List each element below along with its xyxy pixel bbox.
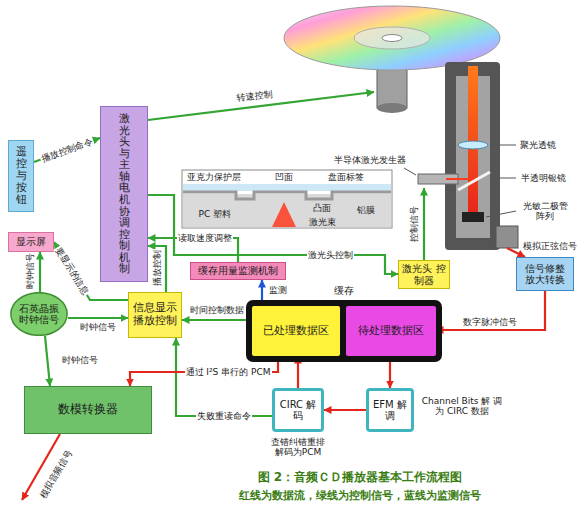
node-label: 石英晶振 时钟信号	[17, 303, 61, 326]
laser-emission	[446, 178, 474, 180]
node-label: 待处理数据区	[358, 325, 424, 338]
part-label: 半导体激光发生器	[333, 155, 407, 165]
crystal-oscillator: 石英晶振 时钟信号	[10, 292, 68, 336]
disc-hole	[382, 35, 402, 42]
leader-line	[404, 168, 416, 175]
laser-housing	[445, 62, 500, 250]
connector	[182, 319, 252, 321]
part-label: 半透明银镜	[520, 173, 567, 183]
ellipse-shape	[11, 293, 67, 336]
part-label: 模拟正弦信号	[522, 241, 578, 251]
spindle-base	[377, 103, 407, 113]
node-label: CIRC 解码	[277, 399, 319, 422]
compact-disc	[284, 6, 500, 70]
part-label: Channel Bits 解 调为 CIRC 数据	[419, 396, 505, 417]
playback-control-box: 信息显示 播放控制	[128, 292, 182, 338]
edge-label: 要显示的信息	[53, 245, 91, 298]
part-label: 激光束	[308, 217, 337, 227]
node-label: 显示屏	[16, 236, 46, 248]
connector	[324, 409, 366, 411]
buffer-monitor-box: 缓存用量监测机制	[190, 262, 286, 280]
part-label: 聚光透镜	[519, 140, 557, 150]
disc-hub	[354, 27, 430, 49]
connector	[45, 336, 50, 386]
edge-label: 时间控制数据	[189, 305, 245, 315]
node-label: 数模转换器	[58, 403, 118, 417]
aluminium-film	[183, 192, 391, 199]
signal-amplifier-box: 信号修整 放大转换	[516, 257, 574, 291]
dac-box: 数模转换器	[24, 386, 152, 434]
edge-label: 通过 I²S 串行的 PCM	[185, 367, 272, 377]
connector	[436, 291, 545, 330]
figure-title: 图 2：音频ＣＤ播放器基本工作流程图	[258, 470, 463, 484]
part-label: 亚克力保护层	[186, 172, 242, 182]
photodiode-array	[462, 212, 484, 222]
leader-line	[490, 145, 516, 146]
edge-label: 播放控制命令	[39, 136, 95, 165]
display-box: 显示屏	[8, 232, 54, 252]
edge-label: 激光头控制	[307, 250, 354, 260]
node-label: EFM 解调	[371, 399, 409, 422]
node-label: 激光头 控制器	[401, 263, 447, 286]
part-label: 控制信号	[409, 205, 419, 243]
edge-label: 时钟信号	[79, 322, 117, 332]
demodulator-box: EFM 解调	[366, 388, 414, 432]
edge-label: 失败重读命令	[196, 411, 252, 421]
part-label: PC 塑料	[198, 209, 233, 219]
connector	[148, 246, 166, 292]
half-mirror	[458, 172, 490, 190]
pc-plastic-layer	[183, 194, 391, 227]
part-label: 模拟音频信号	[37, 448, 75, 501]
processed-buffer: 已处理数据区	[252, 306, 340, 356]
edge-label: 读取速度调整	[177, 233, 233, 243]
acrylic-layer	[183, 184, 391, 191]
laser-beam	[468, 66, 478, 212]
connector	[68, 317, 128, 319]
node-label: 信息显示 播放控制	[132, 302, 178, 327]
disc-cross-section	[182, 170, 392, 228]
part-label: 查错纠错重排 解码为PCM	[266, 437, 330, 458]
connector	[261, 280, 263, 300]
servo-control-box: 激光头与主轴电机协调控制机制	[100, 106, 148, 282]
sled-motor	[496, 226, 518, 248]
node-label: 信号修整 放大转换	[520, 263, 570, 286]
edge-label: 播放控制	[152, 249, 162, 287]
input-box: 遥控与按钮	[8, 140, 34, 212]
node-label: 遥控与按钮	[16, 146, 27, 206]
laser-controller-box: 激光头 控制器	[398, 260, 450, 289]
edge-label: 监测	[268, 285, 288, 295]
connector	[39, 252, 41, 292]
focus-lens	[458, 141, 488, 149]
edge-label: 时钟信号	[25, 252, 35, 290]
node-label: 缓存用量监测机制	[198, 265, 278, 277]
edge-label: 数字脉冲信号	[462, 317, 518, 327]
part-label: 凸面	[312, 203, 332, 213]
leader-line	[493, 178, 516, 179]
node-label: 激光头与主轴电机协调控制机制	[119, 113, 130, 275]
part-label: 凹面	[274, 172, 294, 182]
part-label: 铝膜	[356, 205, 376, 215]
figure-caption: 红线为数据流，绿线为控制信号，蓝线为监测信号	[239, 489, 481, 502]
laser-control-line	[423, 188, 425, 260]
node-label: 已处理数据区	[263, 325, 329, 338]
leader-line	[486, 211, 516, 217]
buffer-panel: 缓存已处理数据区待处理数据区	[246, 300, 442, 362]
edge-label: 时钟信号	[61, 355, 99, 365]
laser-beam-section	[272, 202, 296, 227]
part-label: 转速控制	[236, 89, 275, 104]
part-label: 光敏二极管阵列	[519, 201, 571, 222]
pending-buffer: 待处理数据区	[346, 306, 436, 356]
decoder-box: CIRC 解码	[272, 388, 324, 432]
part-label: 盘面标签	[327, 172, 365, 182]
